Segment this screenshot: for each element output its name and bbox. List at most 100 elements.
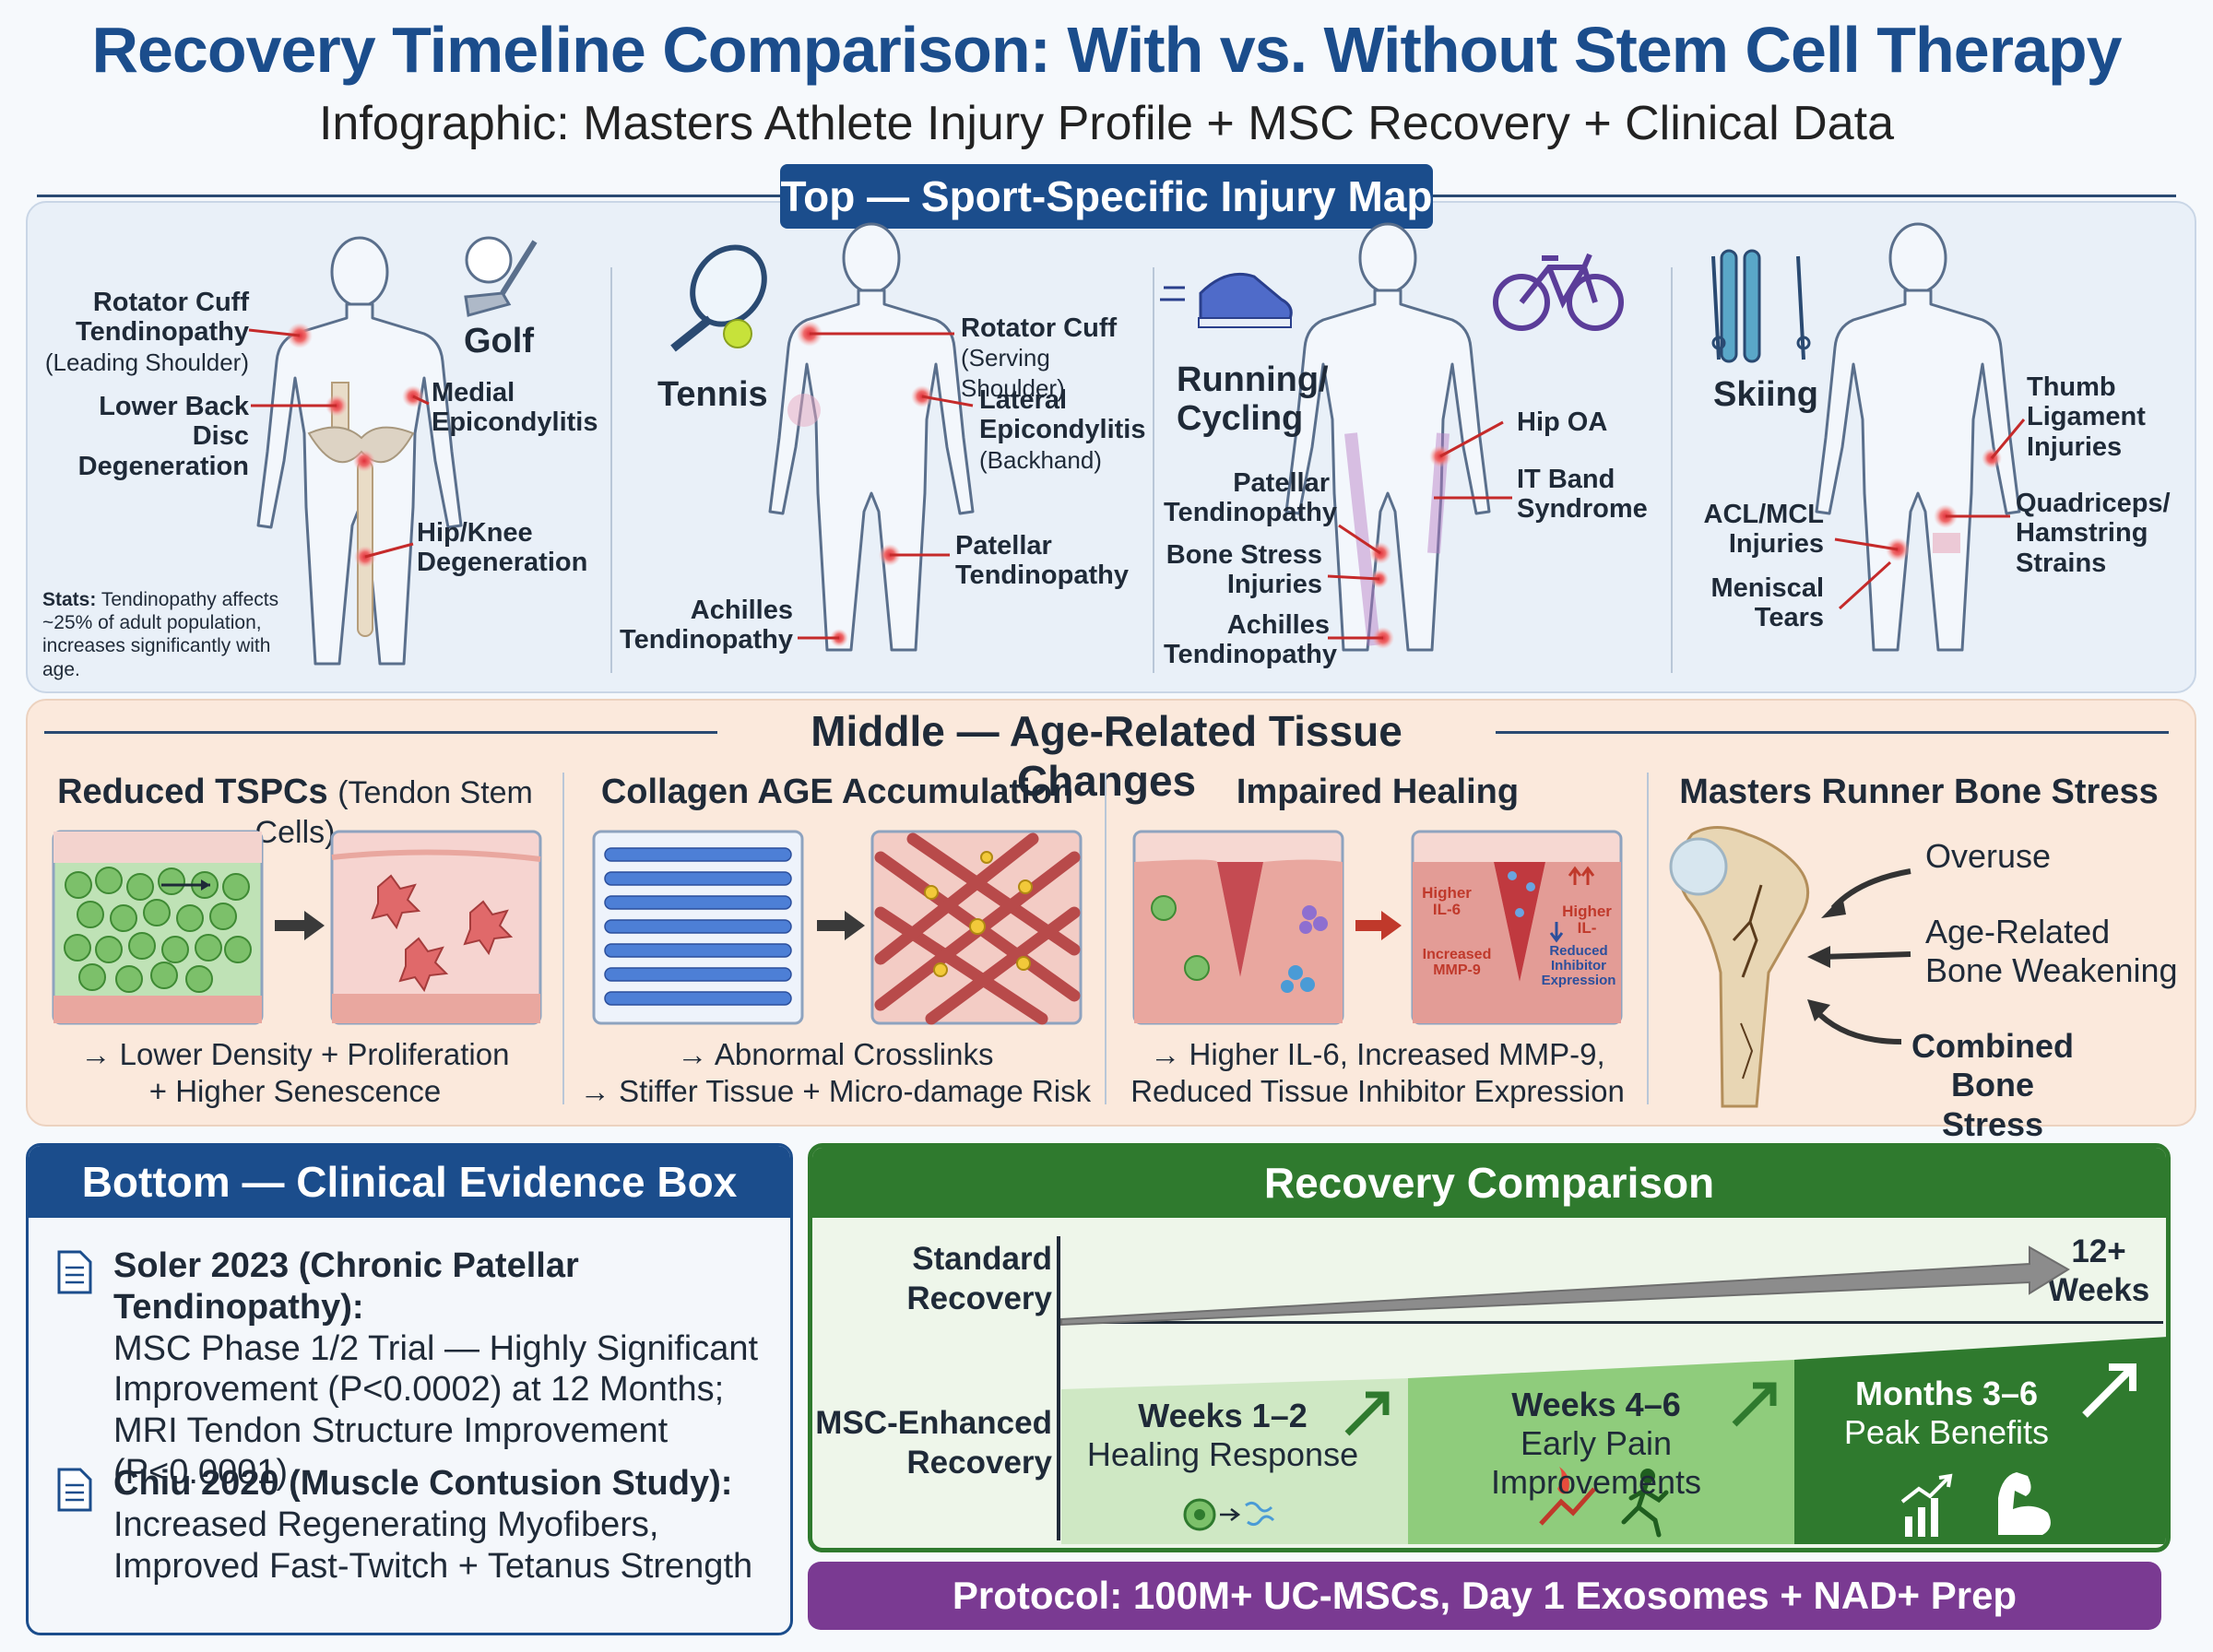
reduced-inhibitor-label: Reduced Inhibitor Expression — [1541, 943, 1616, 988]
chiu-study: Chiu 2020 (Muscle Contusion Study):Incre… — [113, 1464, 753, 1586]
wound-healing-tile — [1132, 830, 1344, 1025]
tennis-sport-label: Tennis — [657, 375, 768, 414]
recovery-comparison-box: Recovery Comparison Standard Recovery MS… — [808, 1143, 2171, 1552]
combined-bone-stress-label: Combined Bone Stress — [1911, 1027, 2074, 1143]
running-shoe-icon — [1160, 272, 1293, 328]
standard-recovery-label: Standard Recovery — [906, 1241, 1052, 1316]
trend-up-icon — [1344, 1391, 1390, 1436]
collagen-crosslinked-tile — [870, 830, 1083, 1025]
skiing-leader-lines — [1834, 419, 2026, 610]
age-heading: Collagen AGE Accumulation — [600, 773, 1074, 811]
healing-caption: → Higher IL-6, Increased MMP-9,Reduced T… — [1130, 1037, 1625, 1109]
skiing-thumb-label: Thumb Ligament Injuries — [2027, 372, 2146, 462]
recovery-timeline — [1057, 1236, 2166, 1544]
evidence-box-title: Bottom — Clinical Evidence Box — [29, 1146, 790, 1218]
tennis-leader-lines — [798, 332, 974, 640]
injury-map-figures — [248, 222, 2026, 673]
age-caption: → Abnormal Crosslinks→ Stiffer Tissue + … — [579, 1037, 1092, 1109]
divider-3 — [1671, 267, 1673, 673]
healing-arrow — [1381, 911, 1402, 940]
page-subtitle: Infographic: Masters Athlete Injury Prof… — [318, 97, 1895, 150]
tspc-senescent-tile — [330, 830, 542, 1025]
skiing-meniscal-label: Meniscal Tears — [1710, 573, 1825, 633]
skiing-quad-label: Quadriceps/ Hamstring Strains — [2016, 489, 2171, 578]
protocol-banner: Protocol: 100M+ UC-MSCs, Day 1 Exosomes … — [808, 1562, 2161, 1630]
clinical-evidence-box: Bottom — Clinical Evidence Box Soler 202… — [26, 1143, 793, 1635]
mid-divider-1 — [562, 773, 564, 1104]
golf-stats: Stats: Tendinopathy affects ~25% of adul… — [42, 589, 279, 680]
overuse-label: Overuse — [1925, 837, 2052, 875]
divider-2 — [1153, 267, 1154, 673]
top-section-tab: Top — Sport-Specific Injury Map — [780, 164, 1433, 229]
phase-1-block — [1061, 1378, 1408, 1544]
golf-sport-label: Golf — [464, 322, 534, 360]
tspc-heading: Reduced TSPCs (Tendon Stem Cells) — [57, 773, 533, 850]
femur-bone-illustration — [1669, 826, 1810, 1108]
tennis-achilles-label: Achilles Tendinopathy — [620, 596, 793, 655]
higher-il6-label: Higher IL-6 — [1422, 884, 1472, 918]
collagen-aligned-tile — [592, 830, 804, 1025]
running-hip-label: Hip OA — [1517, 407, 1608, 437]
tennis-patellar-label: Patellar Tendinopathy — [955, 531, 1129, 591]
pain-fire-icon — [1539, 1467, 1596, 1526]
twelve-weeks-label: 12+ Weeks — [2048, 1233, 2150, 1308]
middle-rule-right — [1496, 731, 2169, 734]
impaired-healing-tile — [1411, 830, 1623, 1025]
document-icon — [57, 1468, 92, 1512]
skiing-sport-label: Skiing — [1713, 375, 1819, 414]
skiing-thigh-highlight — [1933, 533, 1960, 553]
bone-stress-heading: Masters Runner Bone Stress — [1679, 773, 2159, 811]
running-itband-label: IT Band Syndrome — [1517, 465, 1648, 525]
tennis-forearm-hotspot — [787, 394, 821, 427]
tspc-caption: → Lower Density + Proliferation+ Higher … — [80, 1037, 510, 1109]
timeline-baseline — [1057, 1321, 2163, 1324]
growth-chart-icon — [1900, 1473, 1953, 1537]
soler-study: Soler 2023 (Chronic Patellar Tendinopath… — [113, 1246, 759, 1493]
down-arrow-icon — [1549, 922, 1564, 943]
trend-up-icon — [2082, 1363, 2136, 1418]
golf-back-label: Lower Back Disc Degeneration — [77, 392, 249, 481]
skis-icon — [1711, 249, 1811, 363]
document-icon — [57, 1250, 92, 1294]
recovery-comparison-title: Recovery Comparison — [812, 1148, 2166, 1218]
trend-up-icon — [1732, 1382, 1777, 1427]
tspc-dense-cells-tile — [52, 830, 264, 1025]
golf-club-icon — [464, 236, 538, 317]
golf-leader-lines — [248, 328, 430, 559]
running-leg-highlight — [1344, 432, 1380, 646]
middle-rule-left — [44, 731, 717, 734]
phase-3-block — [1794, 1337, 2166, 1544]
tissue-illustrations — [52, 826, 1911, 1108]
phase-2-block — [1408, 1360, 1794, 1544]
running-patellar-label: Patellar Tendinopathy — [1164, 468, 1337, 528]
increased-mmp9-label: Increased MMP-9 — [1422, 947, 1492, 978]
running-bone-label: Bone Stress Injuries — [1166, 540, 1322, 600]
divider-1 — [610, 267, 612, 673]
page-title: Recovery Timeline Comparison: With vs. W… — [91, 14, 2122, 86]
golf-rotator-label: Rotator Cuff Tendinopathy(Leading Should… — [44, 288, 249, 376]
flexed-arm-icon — [1998, 1472, 2051, 1535]
skiing-acl-label: ACL/MCL Injuries — [1703, 500, 1824, 560]
msc-recovery-label: MSC-Enhanced Recovery — [815, 1405, 1052, 1481]
tennis-lateral-label: Lateral Epicondylitis(Backhand) — [979, 385, 1146, 474]
bicycle-icon — [1493, 253, 1624, 331]
standard-recovery-arrow — [1060, 1245, 2070, 1327]
running-sport-label: Running/ Cycling — [1177, 360, 1329, 438]
golf-hip-hotspot — [353, 450, 375, 472]
mid-divider-2 — [1105, 773, 1106, 1104]
cell-icon — [1183, 1498, 1275, 1531]
tennis-racket-icon — [670, 244, 767, 352]
running-achilles-label: Achilles Tendinopathy — [1164, 610, 1337, 670]
mid-divider-3 — [1647, 773, 1649, 1104]
age-bone-weakening-label: Age-Related Bone Weakening — [1925, 913, 2178, 990]
tennis-rotator-label: Rotator Cuff(Serving Shoulder) — [961, 313, 1118, 402]
timeline-axis — [1057, 1236, 1060, 1540]
higher-il-label: Higher IL- — [1562, 903, 1612, 937]
golf-medial-label: Medial Epicondylitis — [432, 378, 598, 438]
running-leader-lines — [1327, 420, 1512, 640]
up-arrows-icon — [1568, 866, 1595, 885]
golf-hip-label: Hip/Knee Degeneration — [417, 518, 588, 578]
